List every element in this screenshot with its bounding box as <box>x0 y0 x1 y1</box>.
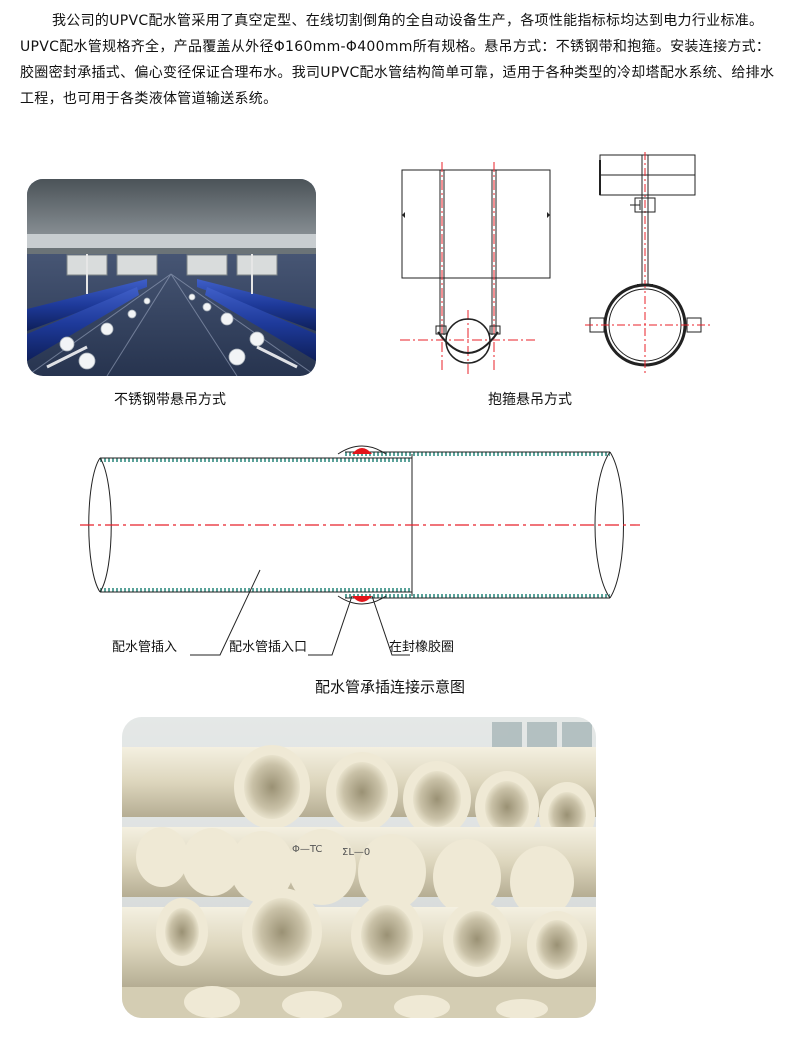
pipe-row-middle: Φ—TC ΣL—0 <box>122 827 596 918</box>
label-socket: 配水管插入口 <box>229 640 308 655</box>
pvc-pipes-photo: Φ—TC ΣL—0 <box>122 717 596 1018</box>
label-spigot: 配水管插入 <box>112 640 178 655</box>
caption-connection: 配水管承插连接示意图 <box>314 678 465 696</box>
stainless-band-diagram <box>400 162 551 375</box>
pipe-row-bottom <box>122 888 596 987</box>
intro-paragraph: 我公司的UPVC配水管采用了真空定型、在线切割倒角的全自动设备生产，各项性能指标… <box>20 13 775 107</box>
pipe-row-top <box>122 745 596 848</box>
pipe-marking-right: ΣL—0 <box>342 847 370 858</box>
pipe-marking-left: Φ—TC <box>292 844 322 855</box>
caption-hoop: 抱箍悬吊方式 <box>488 392 572 408</box>
caption-stainless-band: 不锈钢带悬吊方式 <box>114 392 226 408</box>
hoop-diagram <box>585 152 710 375</box>
connection-diagram <box>80 445 640 656</box>
cooling-tower-photo <box>27 179 316 376</box>
label-seal-ring: 在封橡胶圈 <box>389 640 455 655</box>
seal-ring-top <box>352 448 372 454</box>
seal-ring-bottom <box>352 596 372 602</box>
